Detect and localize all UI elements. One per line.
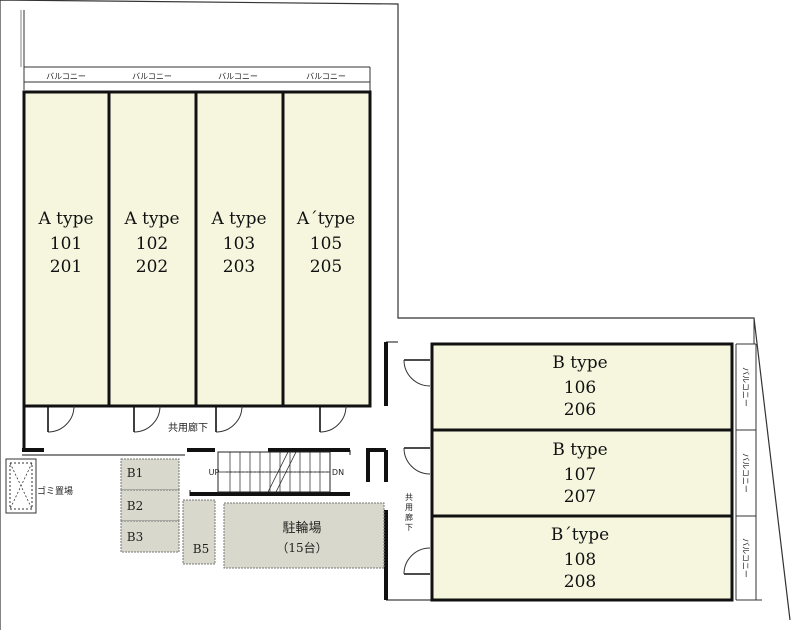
garbage-area (5, 458, 37, 514)
garbage-label: ゴミ置場 (37, 485, 73, 497)
storage-b5[interactable] (182, 499, 216, 565)
unit-105-type: A´type (296, 209, 355, 229)
svg-text:共: 共 (405, 493, 413, 502)
svg-text:下: 下 (405, 523, 413, 532)
unit-101-type: A type (37, 209, 93, 229)
unit-206-number: 206 (564, 400, 596, 420)
bike-storages (120, 458, 385, 569)
door-swings-top (47, 405, 347, 433)
unit-106[interactable] (430, 342, 734, 432)
unit-103[interactable] (194, 90, 285, 408)
bicycle-parking[interactable] (223, 502, 385, 569)
unit-106-number: 106 (564, 378, 596, 398)
unit-106-type: B type (552, 353, 607, 373)
unit-203-number: 203 (223, 257, 255, 277)
stairs (217, 451, 331, 493)
storage-b3[interactable] (120, 520, 180, 553)
unit-107[interactable] (430, 428, 734, 518)
storage-b2-label: B2 (127, 499, 143, 513)
unit-102-number: 102 (136, 234, 168, 254)
unit-108-number: 108 (564, 550, 596, 570)
balcony-label-106: バルコニー (741, 367, 750, 407)
balcony-label-103: バルコニー (218, 72, 258, 81)
corridor-label: 共用廊下 (168, 421, 208, 434)
unit-107-number: 107 (564, 465, 596, 485)
unit-107-type: B type (552, 440, 607, 460)
right-balcony-strip (735, 318, 762, 601)
unit-102[interactable] (107, 90, 198, 408)
unit-102-type: A type (123, 209, 179, 229)
storage-b5-label: B5 (193, 542, 209, 556)
unit-108-type: B´type (551, 525, 609, 545)
unit-103-number: 103 (223, 234, 255, 254)
bicycle-parking-title: 駐輪場 (282, 520, 321, 536)
bicycle-parking-capacity: （15台） (276, 540, 327, 555)
balcony-label-105: バルコニー (306, 72, 346, 81)
unit-208-number: 208 (564, 572, 596, 592)
stairs-up-label: UP (209, 468, 220, 477)
svg-text:廊: 廊 (405, 512, 413, 522)
balcony-label-108: バルコニー (741, 538, 750, 578)
balcony-label-102: バルコニー (132, 72, 172, 81)
unit-202-number: 202 (136, 257, 168, 277)
storage-b1-label: B1 (127, 466, 143, 480)
top-balcony-strip (20, 10, 371, 92)
unit-207-number: 207 (564, 487, 596, 507)
door-swings-right (403, 359, 431, 575)
unit-101-number: 101 (50, 234, 82, 254)
unit-103-type: A type (210, 209, 266, 229)
unit-108[interactable] (430, 514, 734, 602)
balcony-label-101: バルコニー (46, 72, 86, 81)
storage-b1[interactable] (120, 458, 180, 491)
stairs-down-label: DN (332, 468, 344, 477)
storage-b2[interactable] (120, 489, 180, 522)
unit-205-number: 205 (310, 257, 342, 277)
unit-201-number: 201 (50, 257, 82, 277)
balcony-label-107: バルコニー (741, 453, 750, 493)
svg-text:用: 用 (405, 503, 413, 512)
storage-b3-label: B3 (127, 530, 143, 544)
walls (22, 92, 432, 601)
unit-105-number: 105 (310, 234, 342, 254)
side-corridor-label: 共 用 廊 下 (405, 493, 413, 532)
